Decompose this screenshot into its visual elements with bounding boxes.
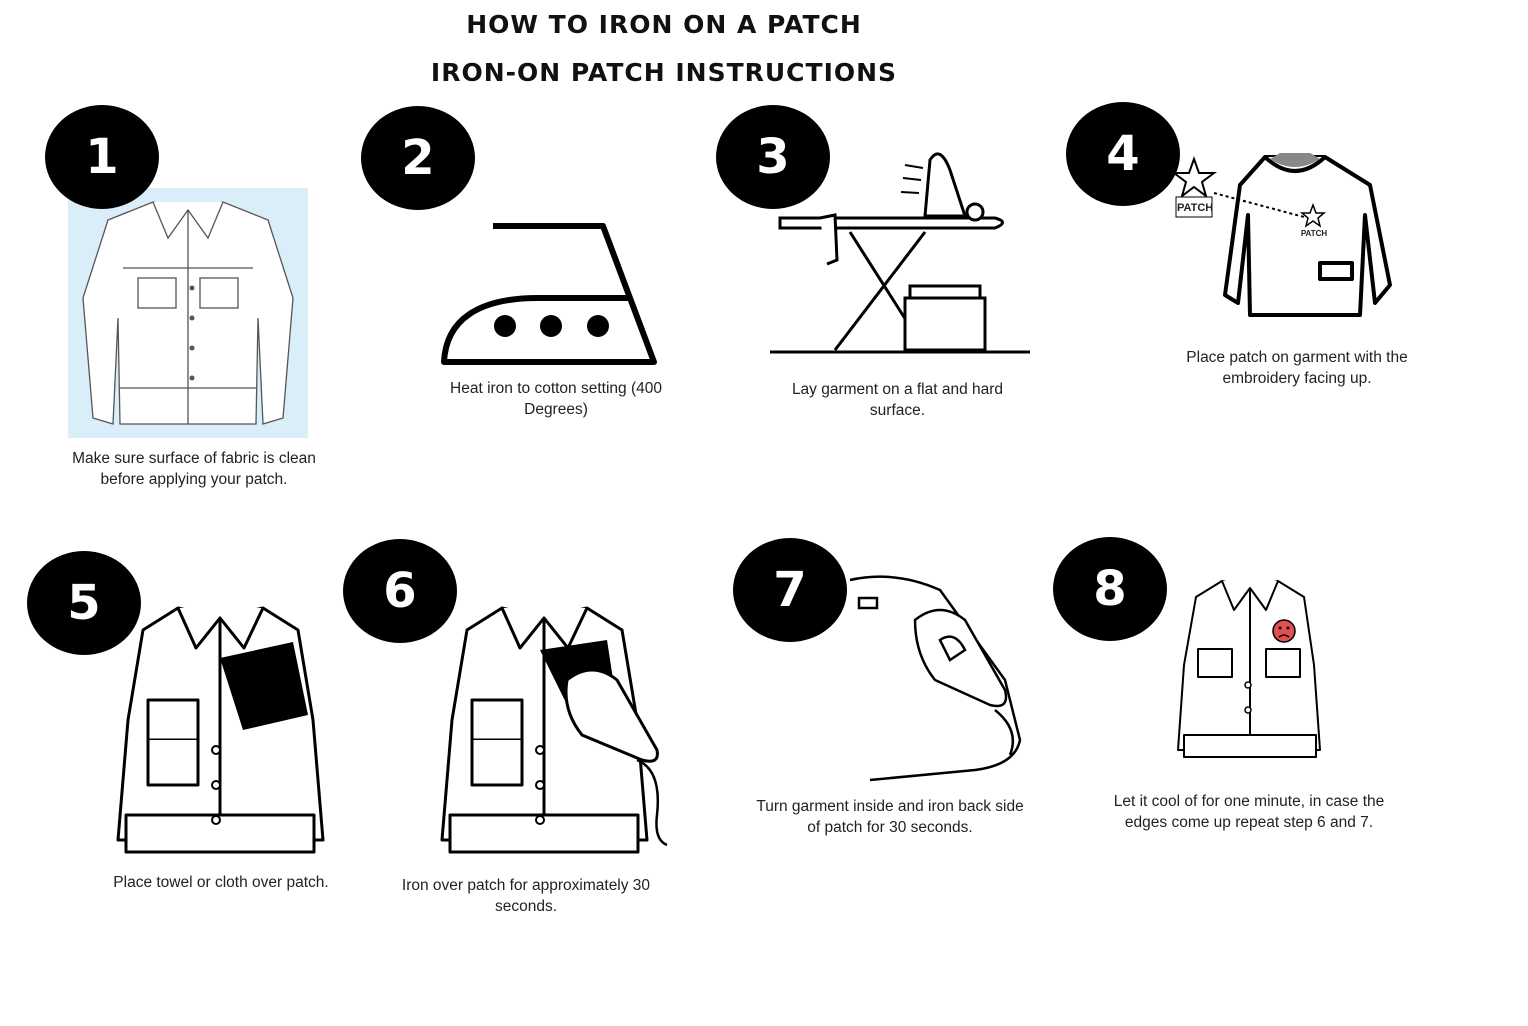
iron-cotton-setting-icon [441, 223, 657, 365]
step-caption-7: Turn garment inside and iron back side o… [756, 798, 1024, 836]
patch-label-large: PATCH [1177, 202, 1214, 214]
step-caption-6: Iron over patch for approximately 30 sec… [401, 877, 651, 915]
vest-with-cloth-illustration [116, 606, 325, 854]
step-caption-4: Place patch on garment with the embroide… [1186, 349, 1408, 387]
jacket-with-patch-illustration [1171, 153, 1392, 317]
step-caption-8: Let it cool of for one minute, in case t… [1113, 793, 1385, 831]
step-badge-3: 3 [716, 105, 830, 209]
inside-garment-ironing-illustration [849, 575, 1022, 782]
step-badge-8: 8 [1053, 537, 1167, 641]
step-caption-1: Make sure surface of fabric is clean bef… [72, 450, 316, 488]
step-badge-5: 5 [27, 551, 141, 655]
step-badge-2: 2 [361, 106, 475, 210]
vest-with-finished-patch-illustration [1177, 580, 1321, 758]
step-caption-3: Lay garment on a flat and hard surface. [791, 381, 1004, 419]
jacket-illustration-step-1 [68, 188, 308, 438]
step-badge-7: 7 [733, 538, 847, 642]
step-badge-1: 1 [45, 105, 159, 209]
step-caption-5: Place towel or cloth over patch. [113, 874, 329, 891]
page-title: HOW TO IRON ON A PATCH [466, 10, 862, 39]
patch-label-small: PATCH [1300, 229, 1328, 238]
step-caption-2: Heat iron to cotton setting (400 Degrees… [450, 380, 662, 418]
step-badge-6: 6 [343, 539, 457, 643]
page-subtitle: IRON-ON PATCH INSTRUCTIONS [430, 58, 898, 87]
step-badge-4: 4 [1066, 102, 1180, 206]
ironing-board-illustration [770, 152, 1030, 354]
ironing-patch-illustration [440, 606, 668, 854]
